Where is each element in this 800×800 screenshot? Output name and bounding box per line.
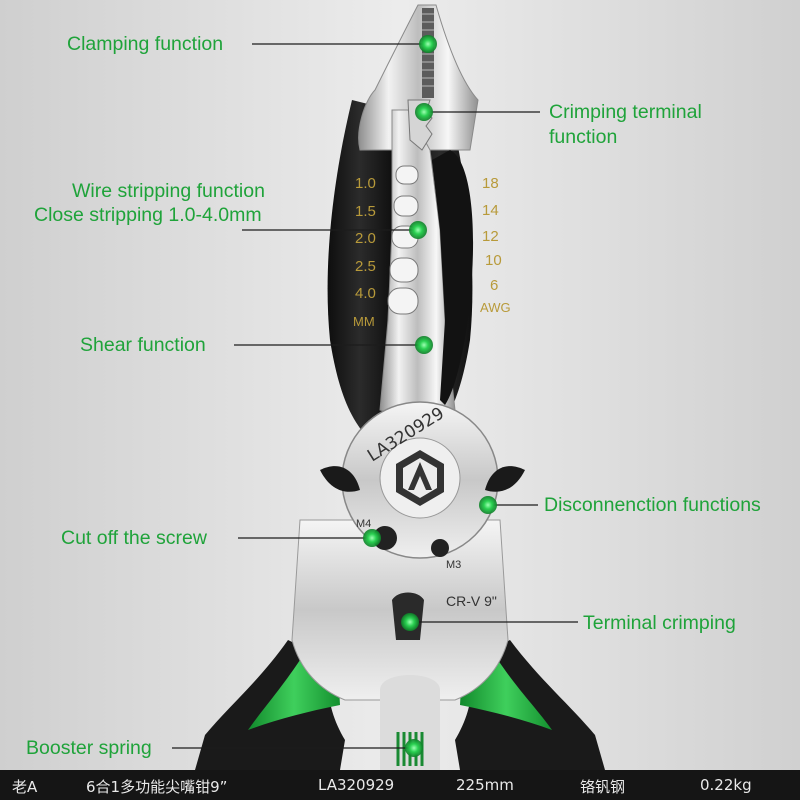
spring-area — [380, 675, 440, 770]
jaw-tip — [358, 4, 479, 151]
scale-mm-2: 2.0 — [355, 230, 376, 247]
scale-awg-unit: AWG — [480, 300, 511, 315]
m3-marking: M3 — [446, 559, 461, 571]
spec-material: 铬钒钢 — [580, 778, 626, 796]
scale-awg-1: 14 — [482, 202, 499, 219]
label-wire-stripping-1: Wire stripping function — [72, 180, 265, 202]
dot-crimping-terminal — [415, 103, 433, 121]
scale-awg-0: 18 — [482, 175, 499, 192]
spec-model: LA320929 — [318, 776, 395, 794]
scale-mm-3: 2.5 — [355, 258, 376, 275]
callout-dots — [363, 35, 497, 757]
m4-marking: M4 — [356, 518, 371, 530]
dot-clamping — [419, 35, 437, 53]
dot-disconnection — [479, 496, 497, 514]
dot-shear — [415, 336, 433, 354]
blade-slot — [432, 150, 474, 405]
scale-awg-2: 12 — [482, 228, 499, 245]
dot-cut-screw — [363, 529, 381, 547]
screw-hole-m3 — [431, 539, 449, 557]
label-booster-spring: Booster spring — [26, 737, 152, 759]
scale-mm-0: 1.0 — [355, 175, 376, 192]
callout-lines — [172, 43, 578, 749]
spec-length: 225mm — [456, 776, 514, 794]
spec-bar: 老A 6合1多功能尖嘴钳9” LA320929 225mm 铬钒钢 0.22kg — [0, 770, 800, 800]
label-crimping-terminal-2: function — [549, 126, 618, 148]
scale-mm-4: 4.0 — [355, 285, 376, 302]
label-wire-stripping-2: Close stripping 1.0-4.0mm — [34, 204, 262, 226]
spec-brand: 老A — [12, 778, 38, 796]
label-crimping-terminal-1: Crimping terminal — [549, 101, 702, 123]
scale-mm-1: 1.5 — [355, 203, 376, 220]
label-clamping: Clamping function — [67, 33, 224, 55]
label-terminal-crimping: Terminal crimping — [583, 612, 736, 634]
dot-wire-stripping — [409, 221, 427, 239]
scale-awg-3: 10 — [485, 252, 502, 269]
pivot-notch-right — [485, 466, 525, 492]
dot-terminal-crimping — [401, 613, 419, 631]
label-cut-screw: Cut off the screw — [61, 527, 207, 549]
pivot-notch-left — [320, 466, 360, 492]
label-disconnection: Disconnenction functions — [544, 494, 761, 516]
scale-awg-4: 6 — [490, 277, 498, 294]
left-black-jaw — [327, 100, 392, 440]
screw-hole-m4 — [373, 526, 397, 550]
label-shear: Shear function — [80, 334, 206, 356]
spec-weight: 0.22kg — [700, 776, 752, 794]
booster-spring-coil — [396, 732, 424, 766]
spec-product: 6合1多功能尖嘴钳9” — [86, 778, 228, 796]
scale-mm-unit: MM — [353, 314, 375, 329]
material-marking: CR-V 9" — [446, 593, 497, 609]
dot-booster-spring — [405, 739, 423, 757]
